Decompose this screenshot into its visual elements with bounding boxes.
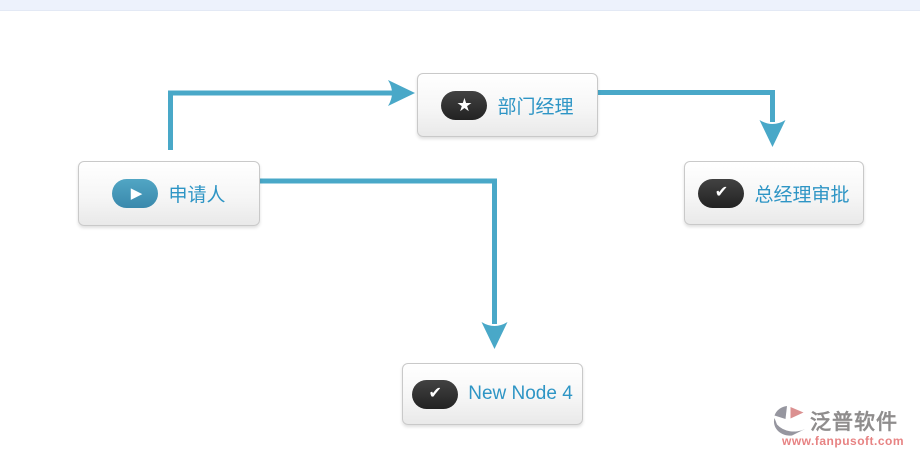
node-applicant[interactable]: ▶ 申请人	[78, 161, 260, 226]
fanpu-logo-icon	[773, 406, 805, 436]
workflow-canvas[interactable]: ▶ 申请人 ★ 部门经理 ✔ 总经理审批 ✔ New Node 4	[0, 12, 920, 454]
node-gm-approval[interactable]: ✔ 总经理审批	[684, 161, 864, 225]
node-label: 总经理审批	[754, 184, 850, 206]
node-new-node-4[interactable]: ✔ New Node 4	[402, 363, 583, 425]
star-icon: ★	[441, 90, 488, 120]
check-icon: ✔	[698, 178, 745, 208]
node-label: New Node 4	[468, 383, 573, 404]
node-dept-manager[interactable]: ★ 部门经理	[417, 73, 598, 137]
watermark: 泛普软件 www.fanpusoft.com	[772, 405, 914, 448]
connector-dept-manager-to-gm-approval	[597, 90, 786, 147]
watermark-url: www.fanpusoft.com	[782, 434, 905, 448]
connector-applicant-to-new-node-4	[259, 178, 508, 349]
top-bar	[0, 0, 920, 11]
node-label: 部门经理	[497, 96, 574, 118]
node-label: 申请人	[168, 185, 226, 206]
play-icon: ▶	[112, 179, 159, 208]
connector-applicant-to-dept-manager	[168, 80, 415, 150]
watermark-brand: 泛普软件	[810, 411, 898, 434]
check-icon: ✔	[412, 379, 459, 409]
